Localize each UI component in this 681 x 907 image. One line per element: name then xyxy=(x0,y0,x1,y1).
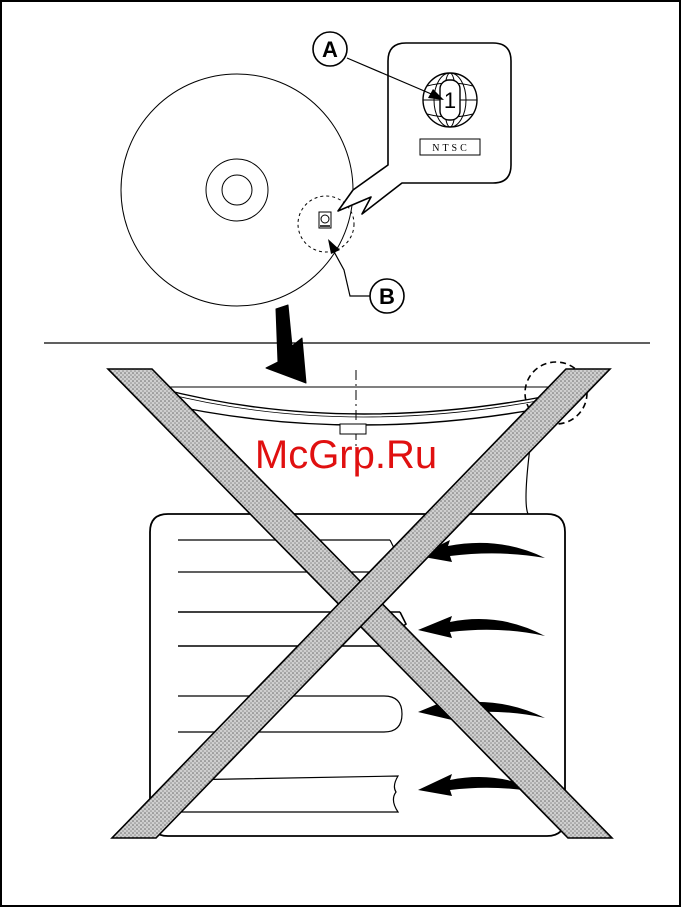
region-mark-zoom-box: 1 NTSC xyxy=(338,43,511,214)
region-number: 1 xyxy=(444,88,456,113)
region-label: NTSC xyxy=(432,143,470,154)
transition-arrow-icon xyxy=(266,305,306,383)
watermark: McGrp.Ru xyxy=(255,433,437,477)
disc-center-hole xyxy=(222,175,252,205)
disc-top-view xyxy=(121,74,354,306)
svg-text:B: B xyxy=(379,284,395,309)
svg-text:A: A xyxy=(322,37,338,62)
callout-b: B xyxy=(328,239,404,313)
region-globe-icon: 1 xyxy=(423,73,477,127)
small-region-mark-icon xyxy=(319,212,331,228)
disc-edge-closeup xyxy=(150,514,565,836)
